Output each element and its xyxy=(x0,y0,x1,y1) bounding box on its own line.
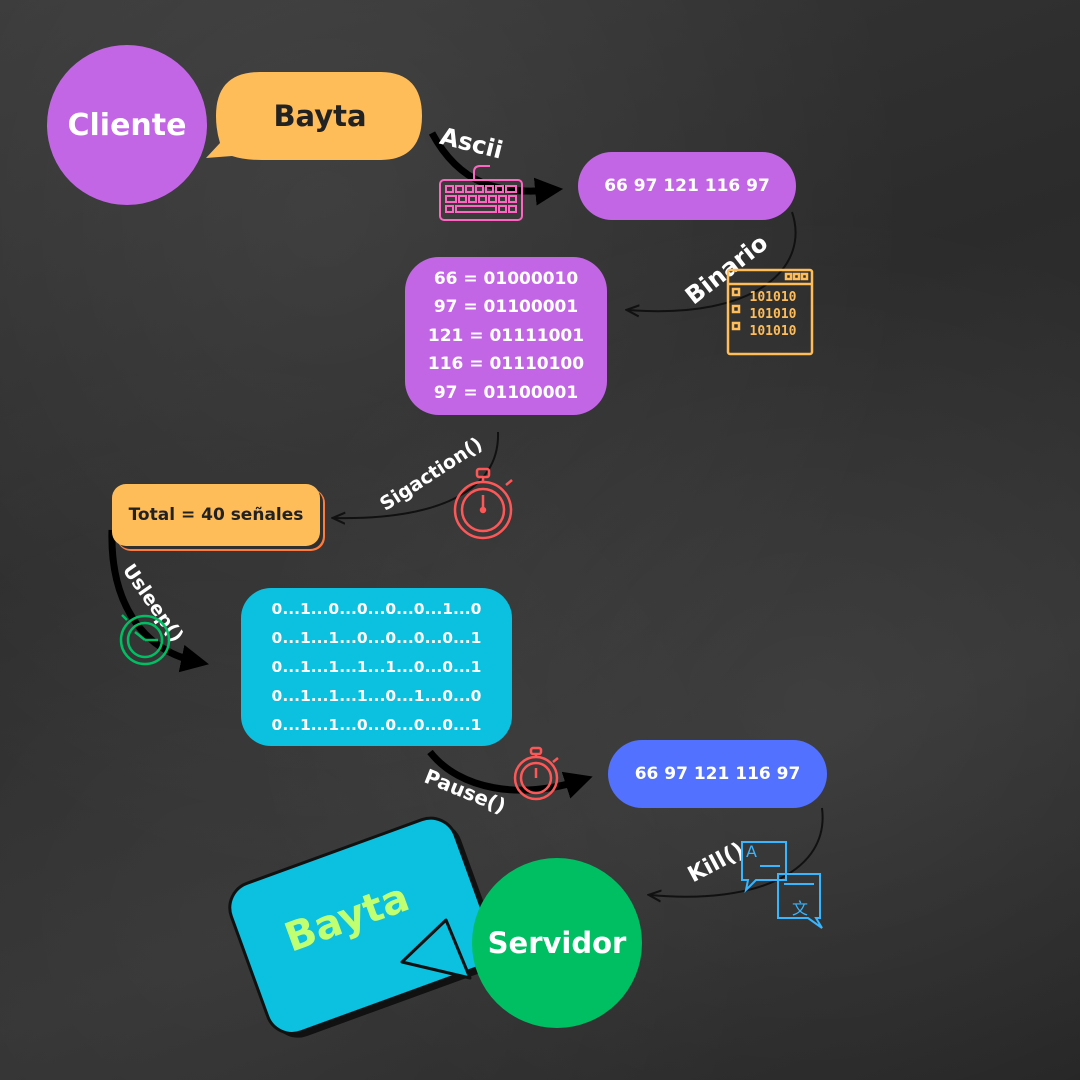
signals-node: 0...1...0...0...0...0...1...0 0...1...1.… xyxy=(241,588,512,746)
signal-line-2: 0...1...1...0...0...0...0...1 xyxy=(271,628,482,647)
bubble-top: Bayta xyxy=(220,72,420,160)
translate-icon-letter: A xyxy=(746,842,757,861)
translate-icon-glyph: 文 xyxy=(792,899,809,918)
cliente-label: Cliente xyxy=(67,107,187,143)
binary-icon-line-3: 101010 xyxy=(749,324,797,339)
binary-line-2: 97 = 01100001 xyxy=(433,297,579,318)
cliente-node: Cliente xyxy=(47,45,207,205)
signal-line-5: 0...1...1...0...0...0...0...1 xyxy=(271,715,482,734)
signal-line-4: 0...1...1...1...0...1...0...0 xyxy=(271,686,482,705)
bubble-top-label: Bayta xyxy=(273,99,367,133)
servidor-node: Servidor xyxy=(472,858,642,1028)
binary-line-4: 116 = 01110100 xyxy=(427,354,585,375)
signal-line-1: 0...1...0...0...0...0...1...0 xyxy=(271,599,482,618)
ascii-values-node: 66 97 121 116 97 xyxy=(578,152,796,220)
arrow-pause xyxy=(427,749,593,799)
server-values-label: 66 97 121 116 97 xyxy=(634,764,801,784)
binary-line-5: 97 = 01100001 xyxy=(433,382,579,403)
total-label: Total = 40 señales xyxy=(128,505,304,525)
total-node: Total = 40 señales xyxy=(112,484,320,546)
ascii-values-label: 66 97 121 116 97 xyxy=(604,176,770,196)
servidor-label: Servidor xyxy=(487,926,627,960)
binary-node: 66 = 01000010 97 = 01100001 121 = 011110… xyxy=(405,257,607,415)
server-values-node: 66 97 121 116 97 xyxy=(608,740,827,808)
signal-line-3: 0...1...1...1...1...0...0...1 xyxy=(271,657,482,676)
binary-icon-line-1: 101010 xyxy=(749,290,797,305)
binary-line-1: 66 = 01000010 xyxy=(433,268,579,289)
binary-icon-line-2: 101010 xyxy=(749,307,797,322)
binary-line-3: 121 = 01111001 xyxy=(427,325,585,346)
binary-code-icon-text: 101010 101010 101010 xyxy=(740,289,806,340)
